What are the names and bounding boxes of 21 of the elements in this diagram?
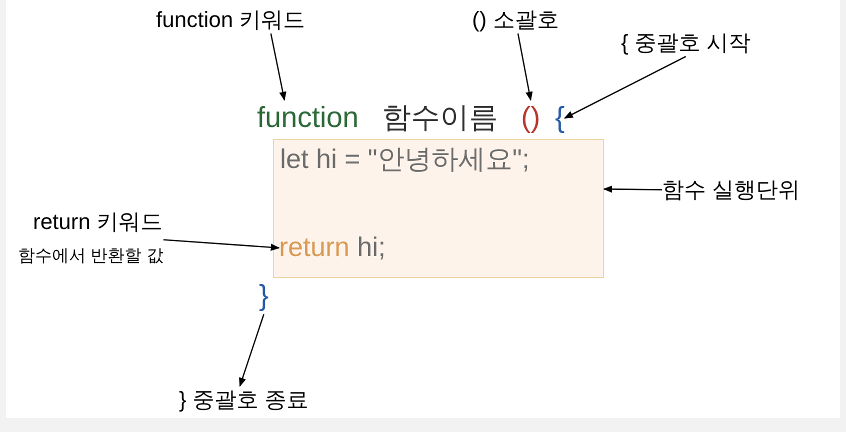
arrow [517, 33, 533, 101]
code-function-name: 함수이름 [382, 101, 498, 136]
code-line: return hi; [279, 231, 386, 264]
code-block-box [273, 139, 604, 278]
code-brace: { [555, 101, 565, 136]
code-parentheses: () [521, 101, 540, 136]
annotation-text: () 소괄호 [472, 6, 559, 34]
annotation-text: 함수 실행단위 [662, 176, 800, 204]
annotation-text: } 중괄호 종료 [179, 386, 309, 414]
annotation-subtext: 함수에서 반환할 값 [18, 244, 164, 266]
arrow [603, 186, 662, 193]
annotation-text: function 키워드 [156, 6, 306, 34]
arrow [564, 56, 686, 119]
code-brace: } [259, 279, 269, 314]
annotation-text: { 중괄호 시작 [621, 29, 751, 56]
arrow [270, 33, 286, 101]
code-keyword: function [257, 101, 359, 136]
arrow [163, 239, 280, 251]
code-line: let hi = "안녕하세요"; [280, 143, 530, 176]
arrow [239, 314, 264, 387]
annotation-text: return 키워드 [32, 208, 164, 236]
